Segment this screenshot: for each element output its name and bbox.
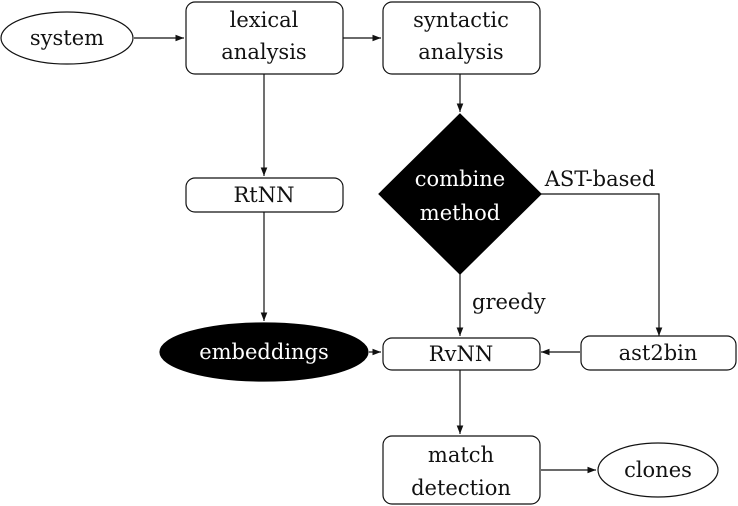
node-ast2bin-label: ast2bin [619, 341, 698, 365]
node-rtnn-label: RtNN [233, 183, 294, 207]
node-match-label-line2: detection [411, 476, 511, 500]
node-combine-method: combine method [378, 113, 542, 275]
node-system: system [0, 11, 134, 65]
edges [134, 34, 663, 474]
edge-label-ast-based: AST-based [544, 167, 656, 191]
node-rvnn-label: RvNN [429, 342, 493, 366]
node-syntactic-label-line1: syntactic [413, 8, 509, 32]
edge-combine-to-ast2bin-ast-based [541, 193, 663, 336]
node-embeddings: embeddings [159, 322, 369, 382]
node-system-label: system [30, 26, 104, 50]
node-clones-label: clones [624, 458, 692, 482]
node-match-detection: match detection [382, 435, 541, 505]
edge-label-greedy: greedy [472, 290, 546, 314]
node-match-label-line1: match [428, 443, 494, 467]
node-syntactic-analysis: syntactic analysis [382, 1, 541, 75]
node-rvnn: RvNN [382, 337, 541, 371]
node-combine-label-line2: method [420, 201, 500, 225]
node-syntactic-label-line2: analysis [418, 40, 503, 64]
node-lexical-label-line1: lexical [230, 8, 299, 32]
node-clones: clones [597, 442, 719, 498]
node-lexical-analysis: lexical analysis [185, 1, 344, 75]
node-lexical-label-line2: analysis [221, 40, 306, 64]
node-combine-label-line1: combine [415, 167, 505, 191]
node-embeddings-label: embeddings [199, 340, 329, 364]
node-rtnn: RtNN [185, 177, 344, 213]
node-ast2bin: ast2bin [580, 335, 737, 371]
